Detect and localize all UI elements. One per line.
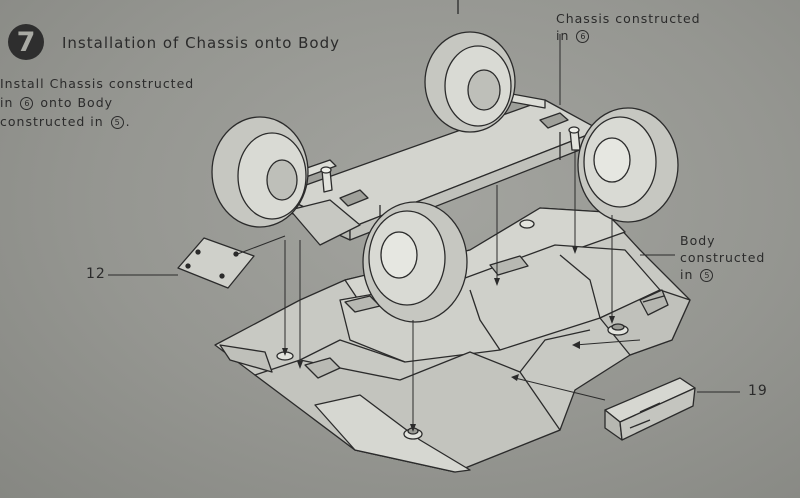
wheel-rear-left <box>424 31 516 133</box>
chassis-callout-line-1: Chassis constructed <box>556 11 701 26</box>
step-title: Installation of Chassis onto Body <box>62 34 341 52</box>
instruction-line-1: Install Chassis constructed <box>0 76 195 91</box>
part-19-box <box>604 377 696 441</box>
arrow-heads <box>282 246 615 432</box>
wheel-front-left <box>211 116 309 228</box>
chassis-step-ref: 6 <box>576 30 590 43</box>
body-callout-in: in <box>680 267 694 282</box>
chassis-callout-in: in <box>556 28 570 43</box>
instruction-line-3-b: . <box>125 114 131 129</box>
part-number-12: 12 <box>86 266 106 282</box>
instruction-line-3: constructed in 5. <box>0 112 240 131</box>
body-callout-line-1: Body <box>680 233 716 248</box>
body-callout-line-2: constructed <box>680 250 766 265</box>
leader-lines <box>108 34 740 428</box>
step-number: 7 <box>16 26 36 58</box>
body-step-ref: 5 <box>700 269 714 282</box>
step-number-badge: 7 <box>8 24 44 60</box>
instruction-line-2: in 6 onto Body <box>0 93 240 112</box>
step-ref-6: 6 <box>20 97 34 110</box>
chassis-callout: Chassis constructed in 6 <box>556 10 701 44</box>
chassis-callout-line-2: in 6 <box>556 27 701 44</box>
body-callout: Body constructed in 5 <box>680 232 765 283</box>
instruction-line-2-a: in <box>0 95 14 110</box>
step-ref-5: 5 <box>110 116 124 129</box>
instruction-line-2-b: onto Body <box>40 95 114 110</box>
instruction-text: Install Chassis constructed in 6 onto Bo… <box>0 74 240 131</box>
body-shell <box>214 207 691 473</box>
wheel-front-right <box>362 201 468 323</box>
wheel-rear-right <box>577 107 679 223</box>
body-callout-line-3: in 5 <box>680 266 765 283</box>
instruction-line-3-a: constructed in <box>0 114 104 129</box>
part-number-19: 19 <box>748 383 768 399</box>
part-12-plate <box>177 237 255 289</box>
